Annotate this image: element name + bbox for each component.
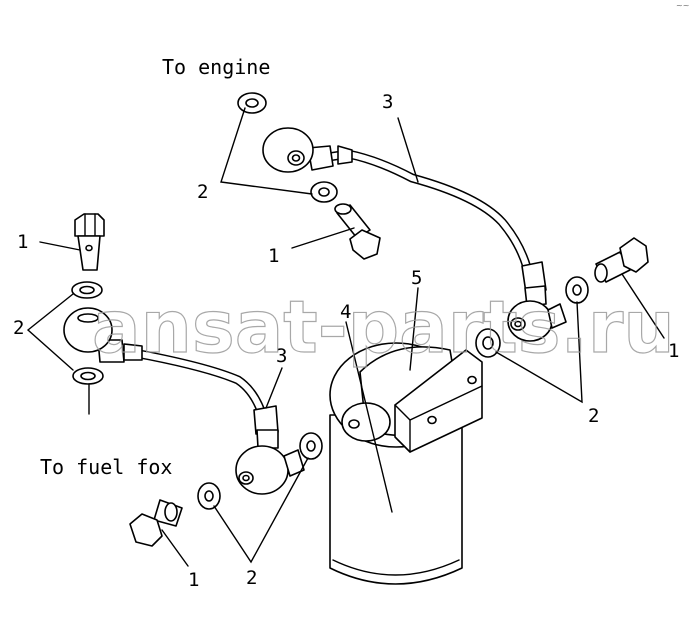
- caption-to-engine: To engine: [162, 55, 270, 79]
- banjo-bolt-right: [594, 237, 649, 283]
- callout-filter-head: 5: [411, 267, 422, 289]
- filter-head-5: [329, 342, 483, 453]
- callout-washer-left: 2: [13, 317, 24, 339]
- callout-washer-lower: 2: [246, 567, 257, 589]
- corner-mark: ~~: [676, 1, 689, 10]
- callout-washer-right: 2: [588, 405, 599, 427]
- watermark-text: ansat-parts.ru: [92, 285, 675, 369]
- leader-lines: [26, 107, 665, 567]
- banjo-bolt-left: [74, 213, 105, 271]
- callout-numbers: 2 1 3 1 2 5 4 1 2 3 2 1: [13, 91, 679, 591]
- callout-bolt-left: 1: [17, 231, 28, 253]
- callout-bolt-lower: 1: [188, 569, 199, 591]
- callout-bolt-top: 1: [268, 245, 279, 267]
- caption-to-fuel-box: To fuel fox: [40, 455, 172, 479]
- callout-pipe-top: 3: [382, 91, 393, 113]
- callout-bolt-right: 1: [668, 340, 679, 362]
- pipe-assembly-left: [63, 281, 323, 510]
- banjo-bolt-lower: [129, 499, 183, 547]
- callout-filter-element: 4: [340, 301, 351, 323]
- banjo-bolt-top: [334, 203, 381, 260]
- callout-washer-top-left: 2: [197, 181, 208, 203]
- callout-pipe-left: 3: [276, 345, 287, 367]
- filter-element-4: [329, 414, 463, 585]
